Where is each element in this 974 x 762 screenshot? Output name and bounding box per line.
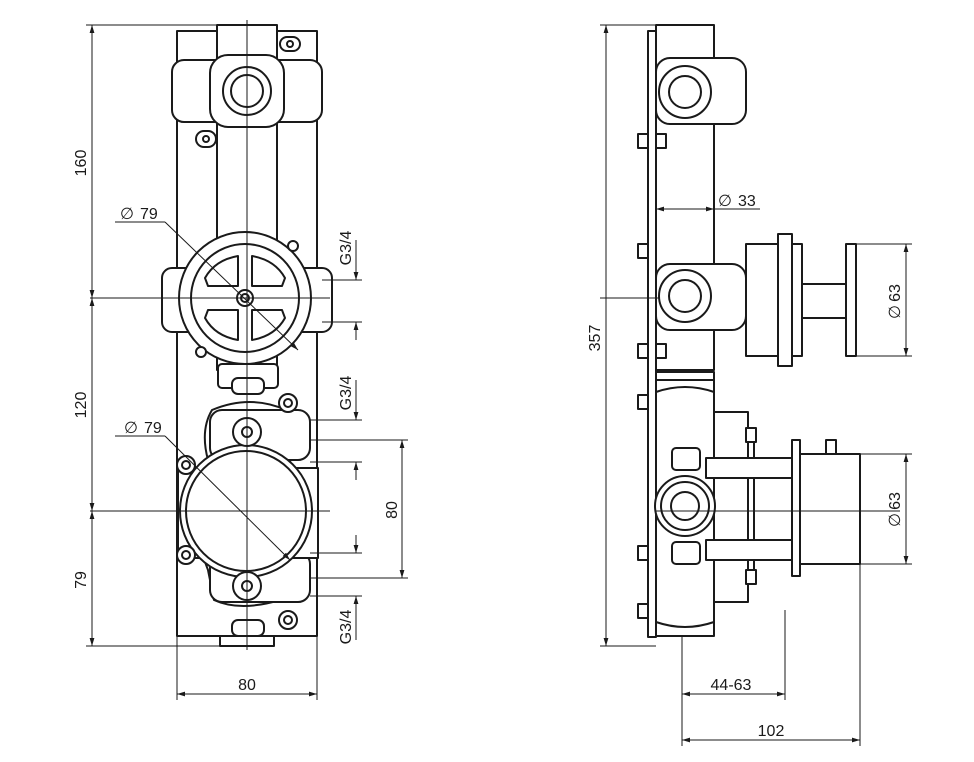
total-height-label: 357 (587, 325, 604, 352)
diameter-symbol: ∅ (718, 193, 732, 210)
width-label: 80 (238, 677, 256, 694)
thread-upper-label: G3/4 (338, 231, 355, 266)
diameter-symbol: ∅ (124, 420, 138, 437)
diameter-symbol: ∅ (120, 206, 134, 223)
height-upper-label: 160 (73, 150, 90, 177)
outlet-spacing-label: 80 (384, 501, 401, 519)
diameter-lower-label: 79 (144, 420, 162, 437)
handle-diameter-upper-label: 63 (887, 284, 904, 302)
thread-lower-label: G3/4 (338, 610, 355, 645)
diameter-symbol: ∅ (887, 513, 904, 527)
side-view (600, 24, 900, 638)
total-depth-label: 102 (758, 723, 785, 740)
wall-depth-label: 44-63 (711, 677, 752, 694)
side-view-dimensions (600, 24, 912, 746)
front-view (90, 20, 333, 650)
pipe-diameter-label: 33 (738, 193, 756, 210)
height-middle-label: 120 (73, 392, 90, 419)
diameter-upper-label: 79 (140, 206, 158, 223)
front-view-dimensions (86, 24, 408, 700)
handle-diameter-lower-label: 63 (887, 492, 904, 510)
thread-middle-label: G3/4 (338, 376, 355, 411)
height-lower-label: 79 (73, 571, 90, 589)
diameter-symbol: ∅ (887, 305, 904, 319)
